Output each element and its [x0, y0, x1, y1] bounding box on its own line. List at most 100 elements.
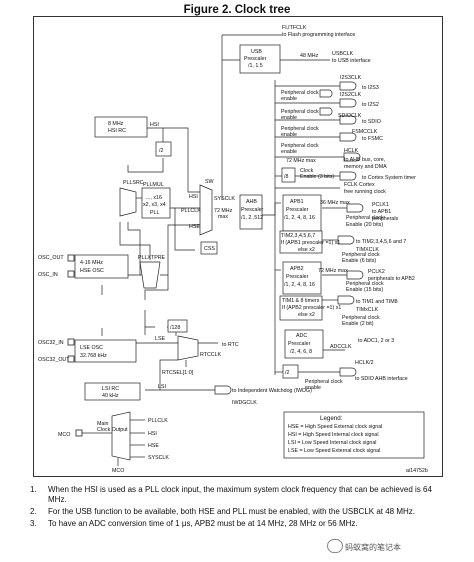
label-pclk2-desc: peripherals to APB2	[368, 276, 415, 282]
label-pce-enable: enable	[305, 385, 321, 391]
label-clock-enable: Enable (3 bits)	[300, 174, 334, 180]
label-pce: Peripheral clock	[342, 252, 380, 258]
label-hclk2: HCLK/2	[355, 360, 374, 366]
wires	[82, 34, 347, 466]
apb2-prescaler-label-2: Prescaler	[286, 274, 309, 280]
apb2-prescaler-label-3: /1, 2, 4, 8, 16	[284, 282, 315, 288]
label-pclk1-desc-1: to APB1	[372, 209, 391, 215]
label-adcclk: ADCCLK	[330, 344, 352, 350]
lsi-rc-label-2: 40 kHz	[102, 393, 119, 399]
label-to-sdio: to SDIO	[362, 119, 381, 125]
hsi-rc-label-2: HSI RC	[108, 128, 126, 134]
adc-prescaler-label-2: Prescaler	[288, 341, 311, 347]
gates	[111, 81, 364, 461]
label-pce-enable: enable	[281, 96, 297, 102]
apb1-prescaler-label-1: APB1	[290, 199, 304, 205]
legend-title: Legend:	[320, 415, 343, 422]
usb-prescaler-label-1: USB	[251, 49, 262, 55]
label-pllsrc: PLLSRC	[123, 180, 144, 186]
apb2-prescaler-label-1: APB2	[290, 266, 304, 272]
label-sw: SW	[205, 179, 214, 185]
label-pce-2: Enable (2 bit)	[342, 321, 374, 327]
label-hclk-desc-1: to AHB bus, core,	[344, 157, 385, 163]
hsi-rc-label-1: 8 MHz	[108, 121, 124, 127]
footnote-number: 3.	[30, 519, 37, 528]
label-hclk: HCLK	[344, 148, 359, 154]
label-i2s3clk: I2S3CLK	[340, 75, 362, 81]
usb-prescaler-label-2: Prescaler	[244, 56, 267, 62]
label-pce: Peripheral clock	[342, 315, 380, 321]
hse-osc-label-1: 4-16 MHz	[80, 260, 103, 266]
label-pllmul: PLLMUL	[143, 182, 164, 188]
watermark: 蚂蚁窝的笔记本	[345, 543, 401, 552]
label-72mhz-max: 72 MHz max	[286, 158, 316, 164]
label-pce-enable: enable	[281, 132, 297, 138]
footnote-number: 2.	[30, 507, 37, 516]
label-tim2-7: TIM2,3,4,5,6,7	[281, 233, 315, 239]
figure-title: Figure 2. Clock tree	[183, 4, 291, 16]
diagram-frame	[33, 16, 443, 477]
footnote-2: 2. For the USB function to be available,…	[28, 507, 448, 517]
legend-lsi: LSI = Low Speed Internal clock signal	[288, 440, 376, 446]
label-usb-if: to USB interface	[332, 58, 371, 64]
lsi-rc-label-1: LSI RC	[102, 386, 119, 392]
mco-label-pllclk: PLLCLK	[148, 418, 168, 424]
label-to-iwdg: to Independent Watchdog (IWDG)	[232, 388, 312, 394]
footnotes: 1. When the HSI is used as a PLL clock i…	[28, 485, 448, 531]
label-div8: /8	[284, 174, 288, 180]
footnote-text: For the USB function to be available, bo…	[48, 507, 416, 516]
label-pce: Peripheral clock	[305, 379, 343, 385]
label-pce: Peripheral clock	[346, 281, 384, 287]
label-to-rtc: to RTC	[222, 342, 239, 348]
ahb-prescaler-label-2: Prescaler	[241, 207, 264, 213]
label-hsi: HSI	[150, 122, 159, 128]
label-pce-15: Enable (15 bits)	[346, 287, 383, 293]
mco-label-clock-output: Clock Output	[97, 427, 128, 433]
label-tim1-8: TIM1 & 8 timers	[282, 298, 320, 304]
usb-prescaler-label-3: /1, 1.5	[248, 63, 263, 69]
label-iwdgclk: IWDGCLK	[232, 400, 257, 406]
label-to-fsmc: to FSMC	[362, 136, 383, 142]
wechat-icon	[327, 539, 343, 553]
footnote-text: When the HSI is used as a PLL clock inpu…	[48, 485, 432, 504]
lse-osc-label-1: LSE OSC	[80, 345, 103, 351]
label-48mhz: 48 MHz	[300, 53, 319, 59]
label-72mhz-max-apb2: 72 MHz max	[318, 268, 348, 274]
label-timxclk-2: TIMxCLK	[356, 307, 379, 313]
apb1-prescaler-label-3: /1, 2, 4, 8, 16	[284, 215, 315, 221]
label-osc-out: OSC_OUT	[38, 255, 64, 261]
label-pclk2: PCLK2	[368, 269, 385, 275]
mco-label-hsi: HSI	[148, 431, 157, 437]
label-tim2-7-else: else x2	[298, 247, 315, 253]
label-i2s2clk: I2S2CLK	[340, 92, 362, 98]
label-to-tim1-8: to TIM1 and TIM8	[356, 299, 398, 305]
label-lse: LSE	[155, 336, 165, 342]
footnote-number: 1.	[30, 485, 37, 494]
label-sdioclk: SDIOCLK	[338, 113, 362, 119]
label-pllmul-factors: x2, x3, x4	[143, 202, 166, 208]
label-72mhz: 72 MHz	[214, 208, 233, 214]
figure-id: ai14752b	[406, 468, 428, 474]
footnote-3: 3. To have an ADC conversion time of 1 μ…	[28, 519, 448, 529]
lse-osc-label-2: 32.768 kHz	[80, 353, 107, 359]
label-hse-to-sw: HSE	[189, 224, 200, 230]
label-osc32-in: OSC32_IN	[38, 340, 64, 346]
label-div2-hclk: /2	[285, 370, 289, 376]
label-pclk1: PCLK1	[372, 202, 389, 208]
adc-prescaler-label-1: ADC	[296, 333, 307, 339]
label-tim1-8-cond: If (APB2 prescaler =1) x1	[282, 305, 341, 311]
footnote-1: 1. When the HSI is used as a PLL clock i…	[28, 485, 448, 505]
label-pce: Peripheral clock	[281, 126, 319, 132]
label-div2: /2	[159, 148, 163, 154]
label-sysclk: SYSCLK	[214, 196, 235, 202]
blocks	[74, 44, 425, 459]
label-clock: Clock	[300, 168, 314, 174]
label-pllxtpre: PLLXTPRE	[138, 255, 166, 261]
label-rtcsel: RTCSEL[1:0]	[162, 370, 194, 376]
label-flash-if: to Flash programming interface	[282, 32, 355, 38]
label-mco-select: MCO	[112, 468, 124, 474]
label-fsmcclk: FSMCCLK	[352, 129, 378, 135]
ahb-prescaler-label-3: /1, 2..512	[241, 215, 263, 221]
legend-hse: HSE = High Speed External clock signal	[288, 424, 382, 430]
label-hsi-to-sw: HSI	[189, 194, 198, 200]
